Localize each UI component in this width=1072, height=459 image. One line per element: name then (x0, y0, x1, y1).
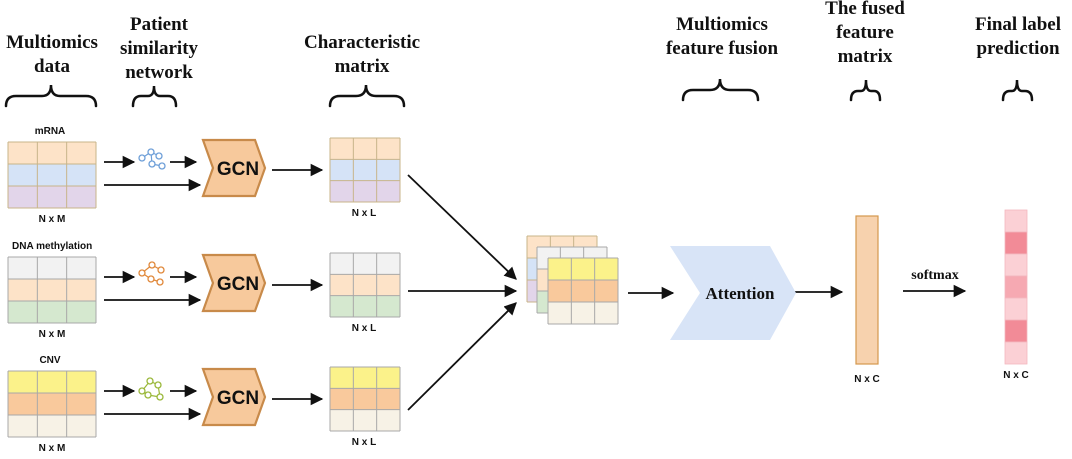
svg-text:matrix: matrix (335, 56, 390, 77)
svg-text:similarity: similarity (120, 38, 199, 59)
svg-text:data: data (34, 56, 70, 77)
omics-label: DNA methylation (12, 241, 92, 252)
output-matrix (329, 137, 401, 203)
svg-text:network: network (125, 62, 193, 83)
svg-text:feature: feature (836, 22, 894, 43)
softmax-label: softmax (911, 268, 958, 283)
gcn-block: GCN (201, 138, 267, 198)
network-icon (138, 377, 164, 401)
network-icon (138, 261, 165, 286)
header-multiomics-data: Multiomics data (6, 32, 98, 77)
omics-row: DNA methylation N x M GCN N x L (7, 241, 401, 340)
output-matrix (329, 252, 401, 318)
prediction-cell (1004, 297, 1028, 321)
prediction-cell (1004, 209, 1028, 233)
attention-block: Attention (670, 246, 796, 340)
output-dim-label: N x L (352, 323, 376, 334)
header-feature-fusion: Multiomics feature fusion (666, 14, 778, 59)
prediction-dim-label: N x C (1003, 370, 1029, 381)
output-matrix (329, 366, 401, 432)
omics-row: mRNA N x M GCN N x L (7, 126, 401, 225)
svg-text:prediction: prediction (976, 38, 1059, 59)
output-dim-label: N x L (352, 437, 376, 448)
input-dim-label: N x M (39, 443, 66, 454)
brace-fused (849, 79, 882, 102)
omics-label: CNV (39, 355, 60, 366)
gcn-label: GCN (217, 159, 259, 180)
gcn-block: GCN (201, 367, 267, 427)
stacked-matrix (547, 257, 619, 325)
network-icon (138, 148, 166, 170)
output-dim-label: N x L (352, 208, 376, 219)
gcn-label: GCN (217, 388, 259, 409)
attention-label: Attention (706, 284, 775, 303)
prediction-cell (1004, 231, 1028, 255)
input-matrix (7, 370, 97, 438)
prediction-cell (1004, 319, 1028, 343)
svg-text:Final label: Final label (975, 14, 1061, 35)
fused-dim-label: N x C (854, 374, 880, 385)
svg-text:Patient: Patient (130, 14, 189, 35)
omics-rows: mRNA N x M GCN N x L DNA methylation N x M GCN… (7, 126, 401, 454)
arrow-converge-3 (407, 302, 517, 411)
arrow-converge-1 (407, 174, 517, 280)
svg-text:feature fusion: feature fusion (666, 38, 778, 59)
prediction-column (1004, 209, 1028, 365)
input-matrix (7, 256, 97, 324)
input-dim-label: N x M (39, 214, 66, 225)
gcn-block: GCN (201, 253, 267, 313)
brace-fusion (681, 78, 760, 102)
svg-text:Characteristic: Characteristic (304, 32, 420, 53)
header-characteristic-matrix: Characteristic matrix (304, 32, 420, 77)
svg-text:The fused: The fused (825, 0, 905, 19)
header-final-prediction: Final label prediction (975, 14, 1061, 59)
svg-text:Multiomics: Multiomics (6, 32, 98, 53)
input-dim-label: N x M (39, 329, 66, 340)
fused-matrix: N x C (854, 215, 880, 385)
prediction-cell (1004, 275, 1028, 299)
svg-text:matrix: matrix (838, 46, 893, 67)
omics-label: mRNA (35, 126, 66, 137)
omics-row: CNV N x M GCN N x L (7, 355, 401, 454)
gcn-label: GCN (217, 274, 259, 295)
brace-multiomics-data (4, 84, 98, 108)
brace-characteristic (328, 84, 406, 108)
header-patient-similarity: Patient similarity network (120, 14, 199, 83)
prediction-cell (1004, 253, 1028, 277)
header-fused-matrix: The fused feature matrix (825, 0, 905, 67)
prediction-cell (1004, 341, 1028, 365)
brace-final (1001, 79, 1034, 102)
input-matrix (7, 141, 97, 209)
stacked-matrices (526, 235, 619, 325)
brace-similarity (131, 85, 178, 108)
svg-text:Multiomics: Multiomics (676, 14, 768, 35)
